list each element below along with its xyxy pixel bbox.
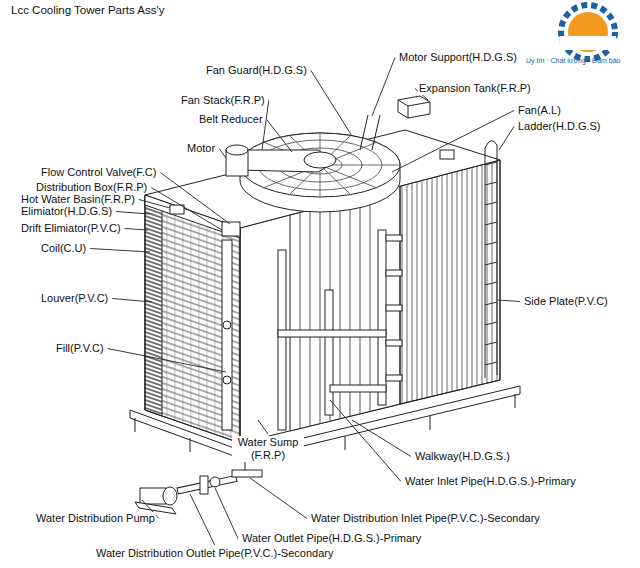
part-label: Flow Control Valve(F.C) (40, 166, 157, 179)
part-label: Ladder(H.D.G.S) (517, 120, 602, 133)
part-label: Louver(P.V.C) (40, 292, 109, 305)
part-label: Motor Support(H.D.G.S) (398, 51, 518, 64)
part-label: Water Outlet Pipe(H.D.G.S.)-Primary (241, 532, 422, 545)
leader-line (108, 349, 226, 373)
leader-line (330, 400, 401, 482)
logo-mark (560, 5, 616, 59)
part-label: Water Inlet Pipe(H.D.G.S.)-Primary (404, 475, 577, 488)
part-label: Expansion Tank(F.R.P) (418, 82, 532, 95)
leader-line (112, 299, 152, 303)
leader-line (90, 249, 150, 253)
leader-line (116, 212, 150, 215)
diagram-title: Lcc Cooling Tower Parts Ass'y (10, 4, 165, 17)
leader-line (372, 58, 395, 117)
leader-line (160, 173, 230, 225)
part-label: Walkway(H.D.G.S.) (414, 450, 511, 463)
part-label: Water Distribution Pump (35, 512, 156, 525)
leader-line (499, 127, 514, 151)
part-label: Elimiator(H.D.G.S) (20, 205, 113, 218)
leader-line (190, 494, 215, 545)
part-label: Fan(A.L) (517, 104, 562, 117)
part-label: Fill(P.V.C) (55, 342, 105, 355)
leader-line (125, 229, 148, 231)
leader-line (250, 478, 307, 519)
leader-line (498, 300, 520, 302)
leader-line (311, 71, 352, 137)
part-label: Belt Reducer (198, 113, 264, 126)
part-label: Motor (186, 142, 216, 155)
part-label: Fan Guard(H.D.G.S) (205, 64, 308, 77)
leader-line (258, 420, 268, 434)
leader-line (392, 111, 514, 173)
part-label: Water Sump (F.R.P) (232, 436, 304, 462)
tower-body (130, 96, 520, 514)
leader-line (219, 149, 226, 159)
leader-line (215, 488, 238, 539)
part-label: Fan Stack(F.R.P) (180, 94, 266, 107)
part-label: Coil(C.U) (40, 242, 87, 255)
leader-line (139, 200, 170, 209)
part-label: Water Distribution Outlet Pipe(P.V.C.)-S… (95, 547, 334, 560)
part-label: Water Distribution Inlet Pipe(P.V.C.)-Se… (310, 512, 541, 525)
part-label: Drift Elimiator(P.V.C) (20, 222, 122, 235)
leader-line (267, 120, 292, 153)
watermark-text: Uy tín · Chất lượng · Đảm bảo (525, 56, 621, 65)
leader-line (352, 420, 411, 457)
leader-line (151, 188, 222, 231)
part-label: Side Plate(P.V.C) (523, 295, 609, 308)
